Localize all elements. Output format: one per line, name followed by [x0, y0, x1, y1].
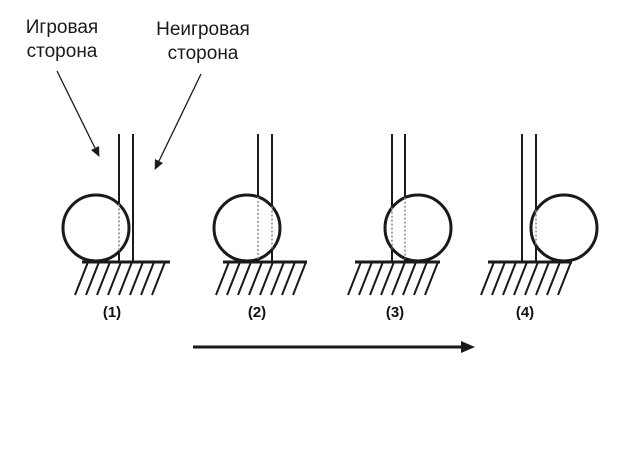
- ground-hatch-line: [391, 261, 406, 296]
- ground-hatch-line: [215, 261, 230, 296]
- stage-figure: [347, 134, 453, 296]
- stage-1-label: (1): [102, 304, 122, 321]
- ground-hatch-line: [237, 261, 252, 296]
- ground-hatch-line: [502, 261, 517, 296]
- ball: [383, 193, 453, 263]
- playing-side-label: Игровая сторона: [25, 17, 99, 62]
- ground-hatch-line: [535, 261, 550, 296]
- ball: [61, 193, 131, 263]
- ground-hatch-line: [151, 261, 166, 296]
- ground-hatch-line: [292, 261, 307, 296]
- ground-hatch-line: [259, 261, 274, 296]
- stage-figure: [61, 134, 170, 296]
- ground-hatch-line: [402, 261, 417, 296]
- ground-hatch-line: [281, 261, 296, 296]
- stage-3-label: (3): [385, 304, 405, 321]
- stage-figure: [480, 134, 599, 296]
- ground-hatch-line: [107, 261, 122, 296]
- ground-hatch-line: [358, 261, 373, 296]
- ground-hatch-line: [96, 261, 111, 296]
- stage-2-label: (2): [247, 304, 267, 321]
- stage-4-label: (4): [515, 304, 535, 321]
- ground-hatch-line: [424, 261, 439, 296]
- ground-hatch-line: [226, 261, 241, 296]
- ground-hatch-line: [85, 261, 100, 296]
- ground-hatch-line: [513, 261, 528, 296]
- ground-hatch-line: [248, 261, 263, 296]
- non-playing-side-pointer-arrow: [154, 73, 202, 171]
- stage-figures: [61, 134, 599, 296]
- playing-side-pointer-arrow: [56, 70, 100, 157]
- non-playing-side-label: Неигровая сторона: [156, 19, 250, 64]
- ground-hatch-line: [524, 261, 539, 296]
- ball: [529, 193, 599, 263]
- stage-figure: [212, 134, 307, 296]
- ground-hatch-line: [557, 261, 572, 296]
- ground-hatch-line: [270, 261, 285, 296]
- ground-hatch-line: [74, 261, 89, 296]
- ball: [212, 193, 282, 263]
- ground-hatch-line: [129, 261, 144, 296]
- ground-hatch-line: [413, 261, 428, 296]
- ground-hatch-line: [118, 261, 133, 296]
- ground-hatch-line: [380, 261, 395, 296]
- ground-hatch-line: [480, 261, 495, 296]
- ground-hatch-line: [491, 261, 506, 296]
- ground-hatch-line: [347, 261, 362, 296]
- ground-hatch-line: [369, 261, 384, 296]
- ground-hatch-line: [546, 261, 561, 296]
- ground-hatch-line: [140, 261, 155, 296]
